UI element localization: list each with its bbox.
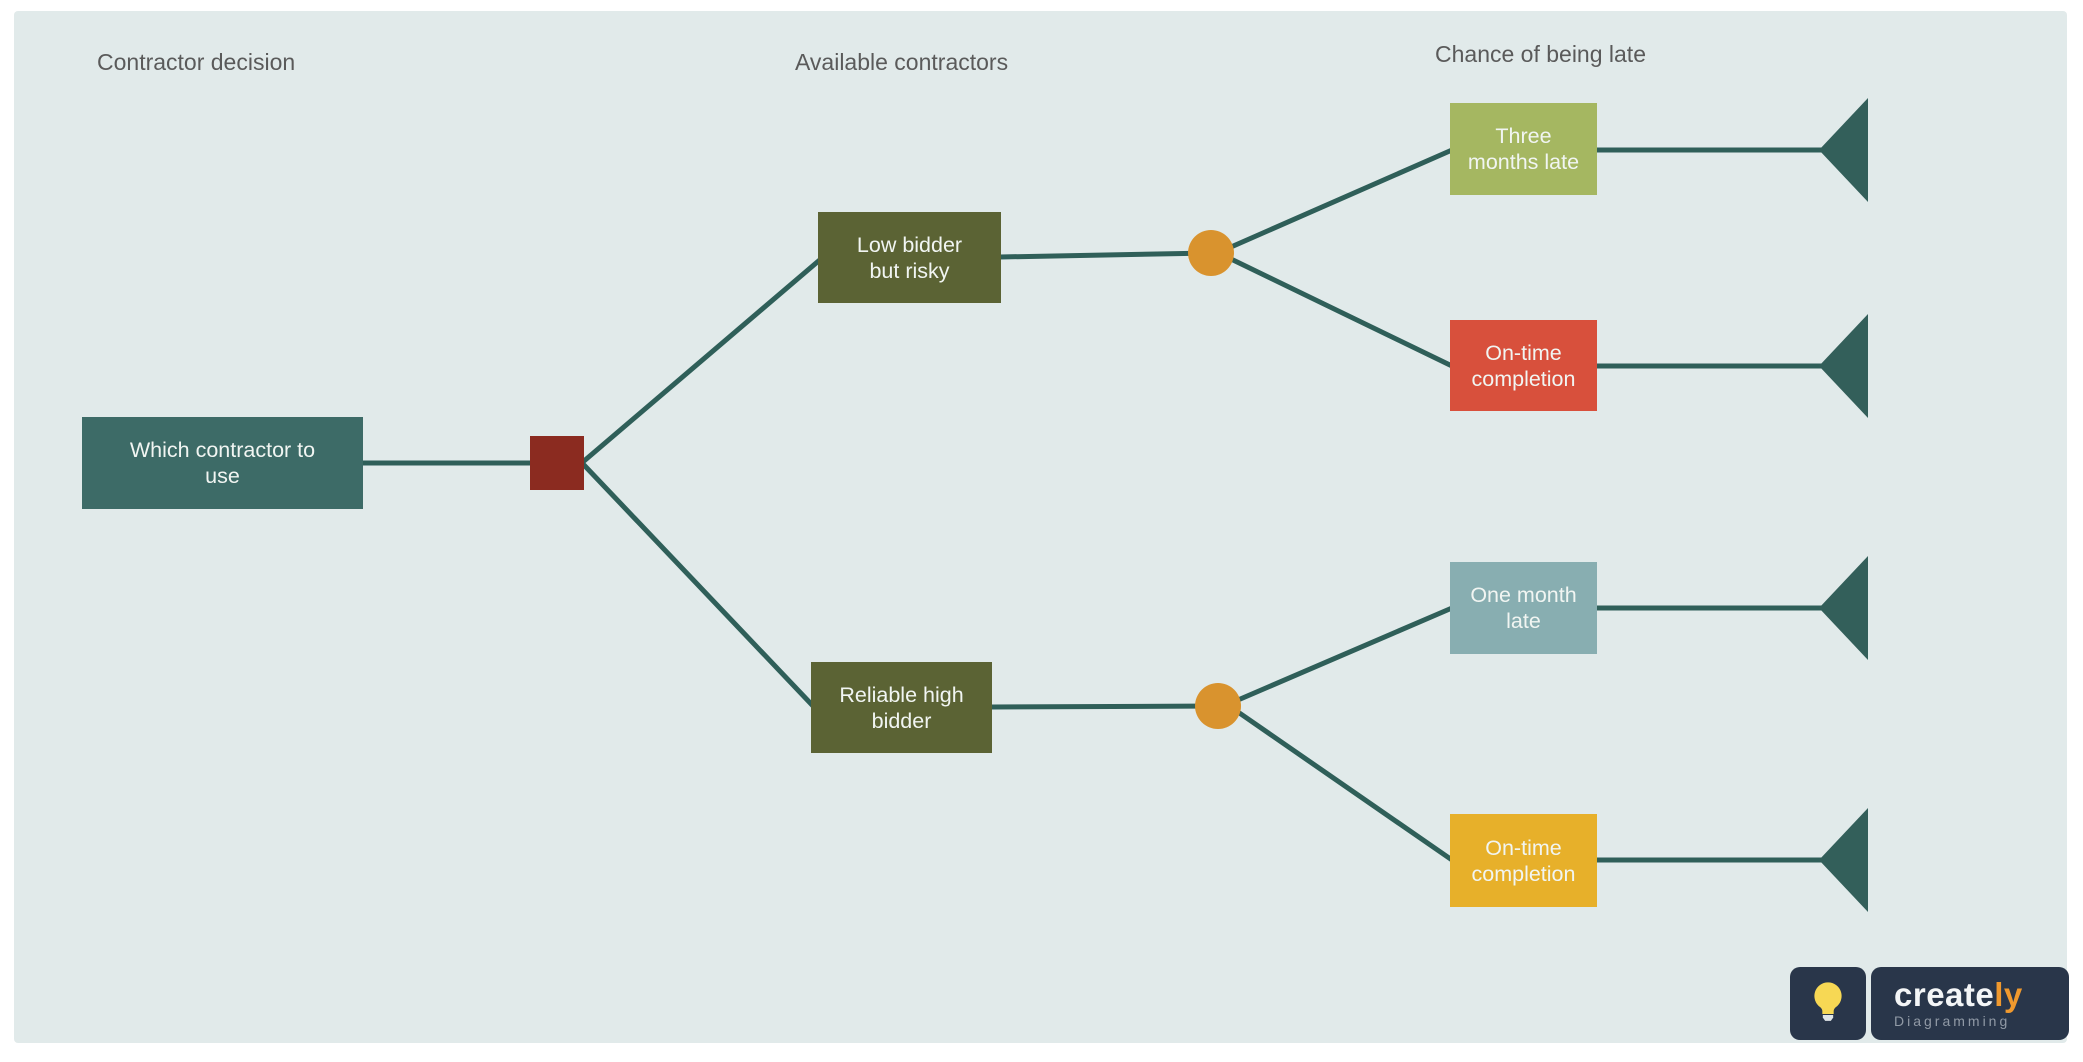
creately-bulb-tile xyxy=(1790,967,1866,1040)
column-header-available-contractors: Available contractors xyxy=(795,49,1009,75)
column-header-chance-of-being-late: Chance of being late xyxy=(1435,41,1646,67)
terminal-triangle-2 xyxy=(1819,314,1868,418)
connector-decision-to-option-bottom xyxy=(581,462,817,710)
connector-chance-top-to-outcome-1 xyxy=(1228,147,1455,250)
column-header-contractor-decision: Contractor decision xyxy=(97,49,296,75)
brand-text-ly: ly xyxy=(1994,976,2023,1013)
brand-tagline: Diagramming xyxy=(1894,1013,2011,1029)
terminal-triangles xyxy=(1819,98,1868,912)
node-on-time-completion-bottom: On-time completion xyxy=(1450,814,1597,907)
connector-option-top-to-chance xyxy=(997,250,1214,260)
creately-wordmark: creately xyxy=(1894,978,2023,1011)
node-three-months-late: Three months late xyxy=(1450,103,1597,195)
chance-circle-bottom xyxy=(1195,683,1241,729)
node-reliable-high-bidder: Reliable high bidder xyxy=(811,662,992,753)
terminal-triangle-4 xyxy=(1819,808,1868,912)
creately-logo[interactable]: creately Diagramming xyxy=(1790,967,2069,1040)
connector-chance-bottom-to-outcome-2 xyxy=(1235,709,1455,863)
node-which-contractor-to-use: Which contractor to use xyxy=(82,417,363,509)
connector-chance-top-to-outcome-2 xyxy=(1228,256,1455,369)
node-low-bidder-but-risky: Low bidder but risky xyxy=(818,212,1001,303)
diagram-canvas xyxy=(14,11,2067,1043)
connector-option-bottom-to-chance xyxy=(989,703,1221,710)
decision-square-node xyxy=(530,436,584,490)
brand-text-create: create xyxy=(1894,976,1995,1013)
connector-chance-bottom-to-outcome-1 xyxy=(1235,605,1455,703)
terminal-triangle-1 xyxy=(1819,98,1868,202)
chance-circle-top xyxy=(1188,230,1234,276)
connector-lines xyxy=(360,147,1824,863)
terminal-triangle-3 xyxy=(1819,556,1868,660)
node-on-time-completion-top: On-time completion xyxy=(1450,320,1597,411)
connector-decision-to-option-top xyxy=(581,255,825,464)
node-one-month-late: One month late xyxy=(1450,562,1597,654)
creately-wordmark-tile: creately Diagramming xyxy=(1871,967,2069,1040)
lightbulb-icon xyxy=(1814,981,1842,1021)
